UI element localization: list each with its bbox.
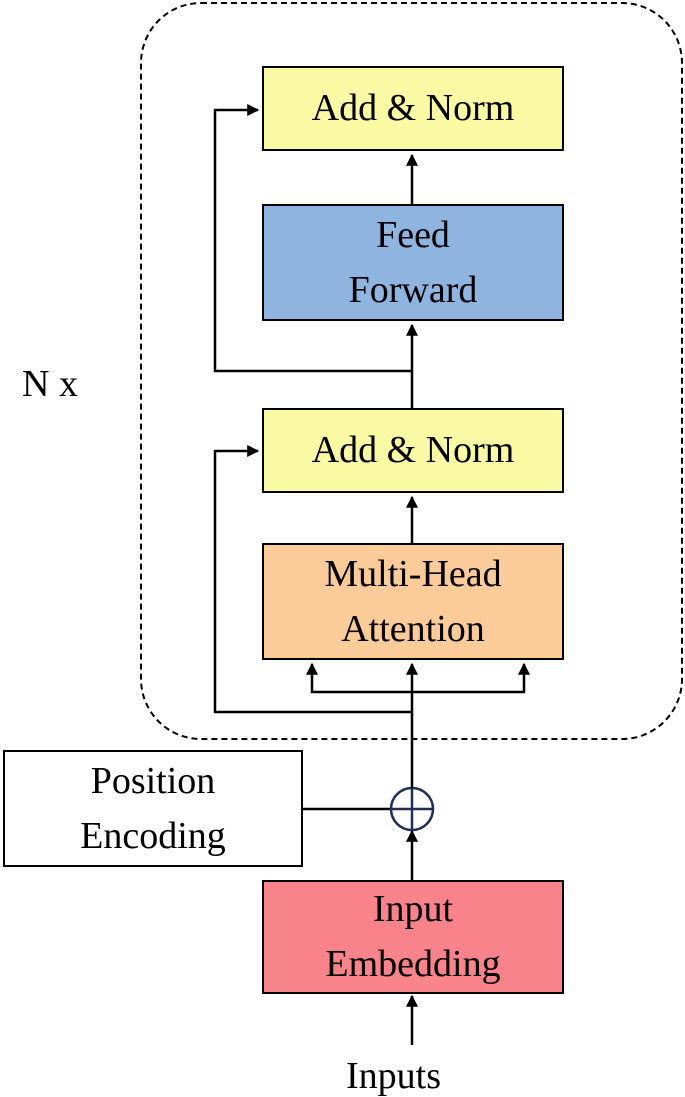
multi-head-attention-text-line2: Attention: [341, 607, 485, 650]
add-norm-block-top: Add & Norm: [262, 66, 564, 151]
feed-forward-text-line2: Forward: [348, 268, 478, 311]
repeat-count-label: N x: [22, 363, 78, 405]
input-embedding-text-line2: Embedding: [325, 943, 501, 985]
residual-connection-2: [213, 104, 412, 373]
inputs-label: Inputs: [346, 1055, 441, 1097]
input-embedding-text-line1: Input: [372, 888, 454, 930]
feed-forward-block: Feed Forward: [262, 204, 564, 321]
add-norm-top-text: Add & Norm: [311, 87, 515, 129]
position-encoding-text-line1: Position: [90, 759, 216, 802]
position-encoding-block: Position Encoding: [3, 750, 303, 867]
feed-forward-text-line1: Feed: [376, 213, 450, 256]
multi-head-attention-text-line1: Multi-Head: [324, 552, 502, 595]
add-norm-mid-text: Add & Norm: [311, 429, 515, 471]
position-encoding-text-line2: Encoding: [80, 814, 226, 857]
attention-input-left: [306, 662, 412, 694]
input-embedding-block: Input Embedding: [262, 880, 564, 994]
multi-head-attention-block: Multi-Head Attention: [262, 543, 564, 660]
add-norm-block-mid: Add & Norm: [262, 408, 564, 493]
residual-connection-1: [213, 445, 412, 714]
add-circle-icon: [389, 786, 435, 832]
attention-input-right: [412, 662, 530, 694]
